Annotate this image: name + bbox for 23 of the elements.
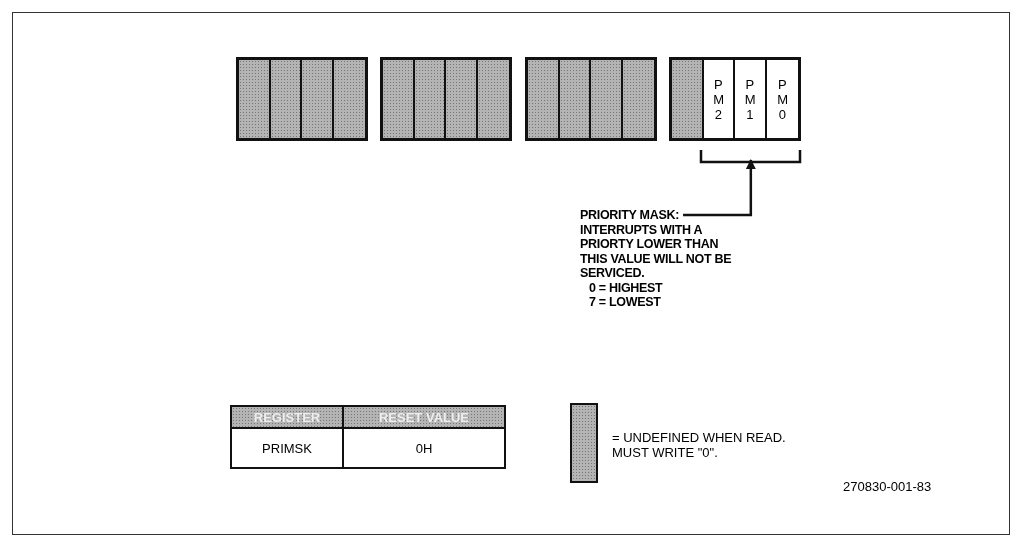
reserved-bit-cell — [383, 60, 415, 138]
reserved-bit-cell — [528, 60, 560, 138]
table-cell: 0H — [343, 428, 505, 468]
table-cell: PRIMSK — [231, 428, 343, 468]
reserved-bit-cell — [559, 60, 592, 138]
reserved-bit-cell — [333, 60, 365, 138]
reserved-bit-cell — [239, 60, 271, 138]
table-header-cell: RESET VALUE — [343, 406, 505, 428]
reserved-bit-cell — [477, 60, 509, 138]
note-text: 7 = LOWEST — [588, 295, 662, 310]
leader-arrow — [683, 159, 756, 217]
reserved-bit-cell — [446, 60, 478, 138]
reserved-bit-cell — [622, 60, 654, 138]
note-text: 0 = HIGHEST — [588, 280, 664, 295]
legend-text: = UNDEFINED WHEN READ. MUST WRITE "0". — [612, 430, 787, 460]
reserved-bit-cell — [591, 60, 623, 138]
reserved-bit-cell — [414, 60, 447, 138]
reserved-bit-cell — [672, 60, 704, 138]
reserved-bit-cell — [302, 60, 334, 138]
reserved-bit-cell — [270, 60, 303, 138]
table-header-cell: REGISTER — [231, 406, 343, 428]
figure-number: 270830-001-83 — [843, 479, 932, 494]
note-text: PRIORITY MASK: INTERRUPTS WITH A PRIORTY LOWER THAN THIS VALUE WILL NOT BE SERVICED. — [580, 208, 733, 281]
